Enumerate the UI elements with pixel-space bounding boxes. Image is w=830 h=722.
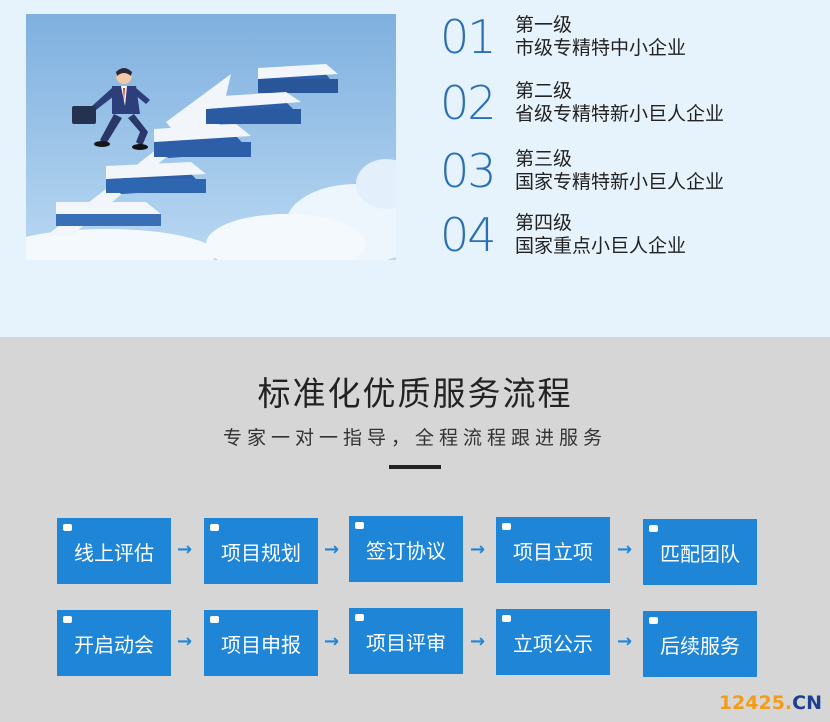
step-marker: [502, 523, 511, 530]
step-label: 项目立项: [513, 539, 593, 564]
step-approval-publicity: 立项公示: [496, 609, 610, 675]
arrow-right-icon: →: [177, 631, 193, 652]
step-label: 立项公示: [513, 631, 593, 656]
title-underline: [389, 465, 441, 469]
level-name: 第四级: [515, 212, 573, 234]
step-label: 项目规划: [221, 540, 301, 565]
arrow-right-icon: →: [324, 539, 340, 560]
section-subtitle: 专家一对一指导，全程流程跟进服务: [222, 427, 607, 449]
step-online-assessment: 线上评估: [57, 518, 171, 584]
watermark-digits: 12425.: [718, 692, 793, 714]
level-description: 国家专精特新小巨人企业: [515, 171, 725, 193]
step-label: 后续服务: [660, 633, 740, 658]
step-label: 签订协议: [366, 538, 446, 563]
arrow-right-icon: →: [617, 539, 633, 560]
step-project-review: 项目评审: [349, 608, 463, 674]
step-project-application: 项目申报: [204, 610, 318, 676]
staircase-illustration: [26, 14, 396, 260]
step-marker: [355, 522, 364, 529]
step-follow-up-service: 后续服务: [643, 611, 757, 677]
step-project-planning: 项目规划: [204, 518, 318, 584]
arrow-right-icon: →: [177, 539, 193, 560]
level-description: 国家重点小巨人企业: [515, 235, 687, 257]
step-marker: [502, 615, 511, 622]
step-marker: [649, 617, 658, 624]
staircase-image: [26, 14, 396, 260]
service-process-section: 标准化优质服务流程 专家一对一指导，全程流程跟进服务 线上评估 → 项目规划 →…: [0, 337, 830, 722]
level-number: 01: [440, 10, 497, 64]
arrow-right-icon: →: [470, 539, 486, 560]
step-match-team: 匹配团队: [643, 519, 757, 585]
level-number: 04: [440, 208, 497, 262]
level-name: 第一级: [515, 14, 573, 36]
step-label: 项目评审: [366, 630, 446, 655]
arrow-right-icon: →: [617, 631, 633, 652]
level-name: 第二级: [515, 80, 573, 102]
levels-section: 01 第一级 市级专精特中小企业 02 第二级 省级专精特新小巨人企业 03 第…: [0, 0, 830, 337]
step-marker: [63, 524, 72, 531]
step-project-approval: 项目立项: [496, 517, 610, 583]
level-number: 03: [440, 144, 497, 198]
arrow-right-icon: →: [470, 631, 486, 652]
watermark-suffix: CN: [792, 692, 822, 714]
step-kickoff-meeting: 开启动会: [57, 610, 171, 676]
step-label: 开启动会: [74, 632, 154, 657]
level-description: 省级专精特新小巨人企业: [515, 103, 725, 125]
arrow-right-icon: →: [324, 631, 340, 652]
step-marker: [210, 524, 219, 531]
step-label: 线上评估: [74, 540, 154, 565]
site-watermark: 12425.CN: [719, 692, 822, 714]
level-number: 02: [440, 76, 497, 130]
step-label: 项目申报: [221, 632, 301, 657]
step-marker: [649, 525, 658, 532]
section-title: 标准化优质服务流程: [257, 374, 573, 413]
step-label: 匹配团队: [660, 541, 740, 566]
step-sign-agreement: 签订协议: [349, 516, 463, 582]
step-marker: [63, 616, 72, 623]
step-marker: [210, 616, 219, 623]
level-description: 市级专精特中小企业: [515, 37, 687, 59]
step-marker: [355, 614, 364, 621]
level-name: 第三级: [515, 148, 573, 170]
